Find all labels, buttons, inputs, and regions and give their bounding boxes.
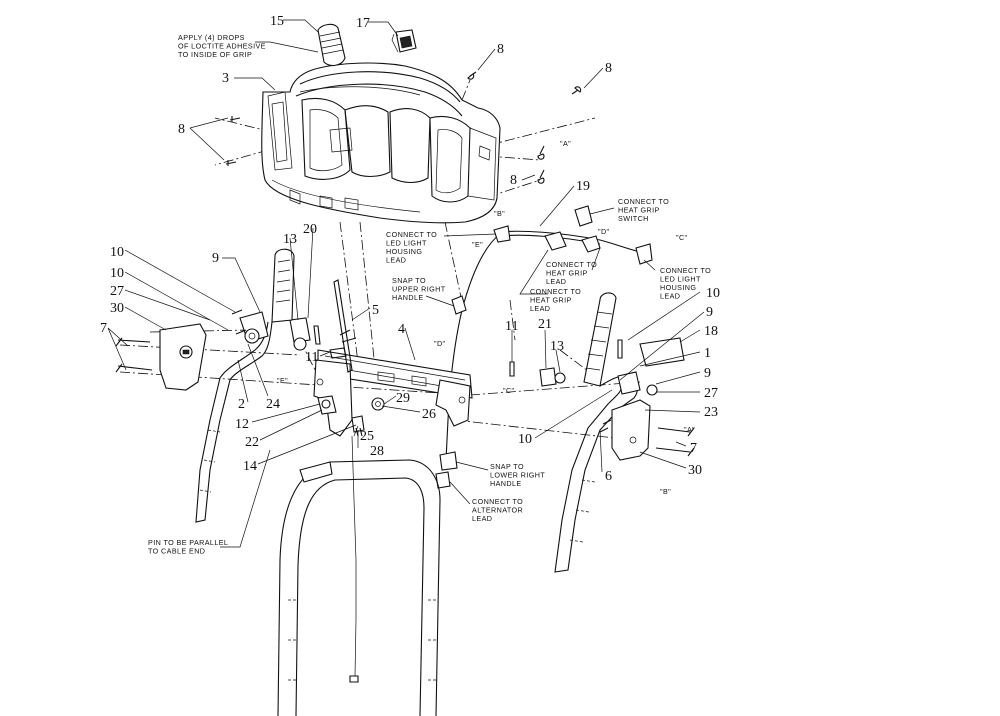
callout-numbers: 15 17 3 8 8 8 8 19 10 10 9 13 20 27 30 7… <box>100 14 720 484</box>
ref-d-top: "D" <box>598 227 610 236</box>
callout-11-right: 11 <box>505 319 518 334</box>
callout-15: 15 <box>270 14 284 29</box>
handle-grip-part-15 <box>317 23 346 67</box>
notes: APPLY (4) DROPS OF LOCTITE ADHESIVE TO I… <box>148 33 714 556</box>
note-snap-upper-right-handle: SNAP TO UPPER RIGHT HANDLE <box>392 276 448 302</box>
note-pin-parallel: PIN TO BE PARALLEL TO CABLE END <box>148 538 230 556</box>
ref-c-panel: "C" <box>503 386 515 395</box>
note-heat-grip-lead-lower: CONNECT TO HEAT GRIP LEAD <box>530 287 584 313</box>
callout-21: 21 <box>538 317 552 332</box>
callout-24: 24 <box>266 397 280 412</box>
callout-6: 6 <box>605 469 612 484</box>
callout-3: 3 <box>222 71 229 86</box>
ref-a-right: "A" <box>684 425 695 434</box>
ref-c-top: "C" <box>676 233 688 242</box>
note-led-light-lead-right: CONNECT TO LED LIGHT HOUSING LEAD <box>660 266 714 301</box>
left-guard-plate <box>115 323 207 391</box>
callout-9-right-mid: 9 <box>704 366 711 381</box>
callout-10-right: 10 <box>706 286 720 301</box>
console-housing <box>261 62 501 224</box>
callout-19: 19 <box>576 179 590 194</box>
callout-10-left-a: 10 <box>110 245 124 260</box>
note-heat-grip-switch: CONNECT TO HEAT GRIP SWITCH <box>618 197 672 223</box>
small-hardware-parts <box>231 309 623 437</box>
callout-8-left: 8 <box>178 122 185 137</box>
callout-27-left: 27 <box>110 284 124 299</box>
callout-25: 25 <box>360 429 374 444</box>
callout-22: 22 <box>245 435 259 450</box>
callout-13-left: 13 <box>283 232 297 247</box>
ref-b-top: "B" <box>494 209 505 218</box>
callout-leaders <box>107 19 705 473</box>
note-led-light-lead-left: CONNECT TO LED LIGHT HOUSING LEAD <box>386 230 440 265</box>
right-upper-handle <box>554 292 685 573</box>
ref-b-right: "B" <box>660 487 671 496</box>
control-cable <box>349 435 359 683</box>
control-lever-part-5 <box>333 279 357 373</box>
callout-27-right: 27 <box>704 386 718 401</box>
ref-e-panel: "E" <box>277 376 288 385</box>
callout-11-center: 11 <box>305 350 318 365</box>
callout-5: 5 <box>372 303 379 318</box>
callout-10-left-b: 10 <box>110 266 124 281</box>
callout-8-top-center: 8 <box>497 42 504 57</box>
callout-18: 18 <box>704 324 718 339</box>
callout-29: 29 <box>396 391 410 406</box>
note-snap-lower-right-handle: SNAP TO LOWER RIGHT HANDLE <box>490 462 547 488</box>
callout-28: 28 <box>370 444 384 459</box>
callout-10-lower-right: 10 <box>518 432 532 447</box>
callout-2: 2 <box>238 397 245 412</box>
callout-7-left: 7 <box>100 321 107 336</box>
left-upper-handle <box>195 248 295 523</box>
reference-letters: "A" "B" "E" "D" "C" "D" "E" "C" "A" "B" <box>277 139 695 496</box>
callout-9-right-top: 9 <box>706 305 713 320</box>
callout-26: 26 <box>422 407 436 422</box>
ref-a-top: "A" <box>560 139 571 148</box>
callout-13-right: 13 <box>550 339 564 354</box>
callout-20: 20 <box>303 222 317 237</box>
wire-harness-part-19 <box>435 205 653 489</box>
callout-14: 14 <box>243 459 257 474</box>
ref-d-panel: "D" <box>434 339 446 348</box>
callout-9-left: 9 <box>212 251 219 266</box>
ref-e-top: "E" <box>472 240 483 249</box>
right-guard-plate <box>611 399 695 461</box>
callout-8-right: 8 <box>510 173 517 188</box>
callout-4: 4 <box>398 322 405 337</box>
shift-rod-parts <box>289 317 347 359</box>
note-loctite: APPLY (4) DROPS OF LOCTITE ADHESIVE TO I… <box>178 33 268 59</box>
note-leaders <box>220 41 656 548</box>
heat-grip-switch-part-17 <box>391 29 417 53</box>
callout-8-top-right: 8 <box>605 61 612 76</box>
callout-12: 12 <box>235 417 249 432</box>
screw-parts-8 <box>225 71 582 184</box>
lower-handle-frame <box>277 459 441 716</box>
note-alternator-lead: CONNECT TO ALTERNATOR LEAD <box>472 497 526 523</box>
callout-30-right: 30 <box>688 463 702 478</box>
callout-1: 1 <box>704 346 711 361</box>
callout-17: 17 <box>356 16 370 31</box>
callout-7-right: 7 <box>690 441 697 456</box>
callout-23: 23 <box>704 405 718 420</box>
callout-30-left: 30 <box>110 301 124 316</box>
note-heat-grip-lead-upper: CONNECT TO HEAT GRIP LEAD <box>546 260 600 286</box>
